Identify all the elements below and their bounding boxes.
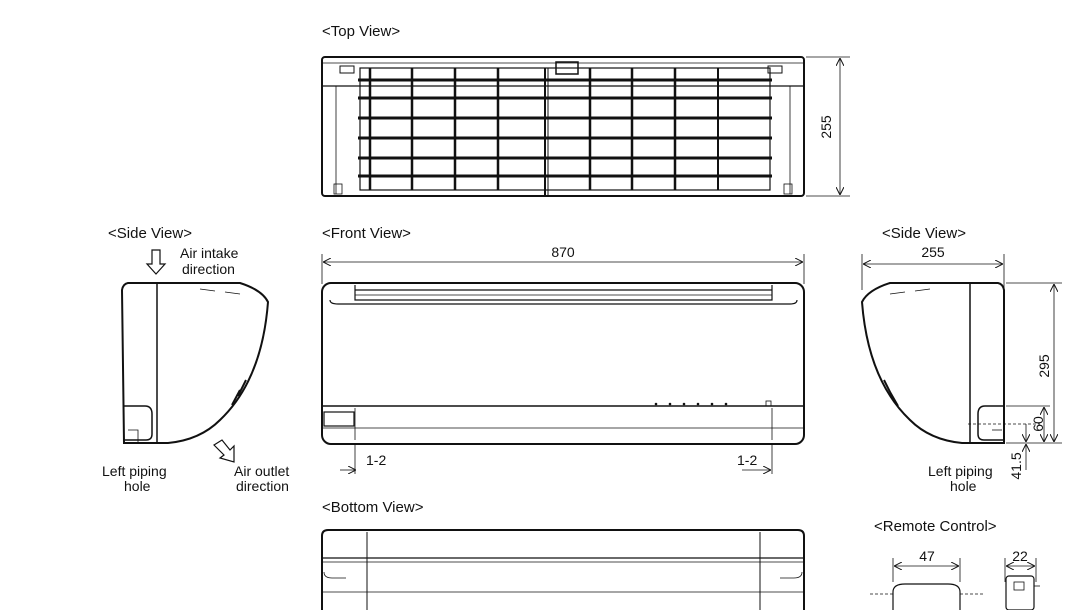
side-pipe-height-dimension: 60 [1006, 405, 1050, 441]
side-view-left-title: <Side View> [108, 225, 192, 242]
side-pipe-height-value: 60 [1030, 416, 1046, 432]
side-height-dimension: 295 [1006, 282, 1062, 444]
side-pipe-offset-value: 41.5 [1008, 452, 1024, 479]
remote-depth-value: 22 [1012, 548, 1028, 564]
front-view-title: <Front View> [322, 225, 411, 242]
side-width-value: 255 [921, 244, 945, 260]
right-left-piping-label-line1: Left piping [928, 463, 993, 479]
side-view-right-title: <Side View> [882, 225, 966, 242]
air-intake-arrow-icon [145, 249, 167, 275]
air-outlet-label-line2: direction [236, 478, 289, 494]
front-width-value: 870 [551, 244, 575, 260]
left-piping-label-line2: hole [124, 478, 151, 494]
air-outlet-label-line1: Air outlet [234, 463, 289, 479]
front-left-offset-value: 1-2 [366, 452, 386, 468]
remote-depth-dimension: 22 [1004, 548, 1037, 582]
air-intake-label-line2: direction [182, 261, 235, 277]
remote-control-drawing [870, 575, 1040, 610]
side-height-value: 295 [1036, 354, 1052, 378]
remote-width-value: 47 [919, 548, 935, 564]
front-left-offset-dimension: 1-2 [340, 444, 386, 474]
left-piping-label-line1: Left piping [102, 463, 167, 479]
front-right-offset-value: 1-2 [737, 452, 757, 468]
front-width-dimension: 870 [321, 244, 805, 284]
front-right-offset-dimension: 1-2 [737, 444, 773, 474]
air-outlet-arrow-icon [213, 439, 235, 463]
remote-control-title: <Remote Control> [874, 518, 997, 535]
top-depth-dimension: 255 [806, 56, 850, 197]
bottom-view-drawing [321, 529, 805, 610]
top-depth-value: 255 [818, 115, 834, 139]
air-intake-label-line1: Air intake [180, 245, 239, 261]
top-view-title: <Top View> [322, 23, 400, 40]
side-view-left-drawing [120, 282, 270, 444]
bottom-view-title: <Bottom View> [322, 499, 424, 516]
right-left-piping-label-line2: hole [950, 478, 977, 494]
top-view-drawing [321, 56, 805, 197]
side-pipe-offset-dimension: 41.5 [1008, 424, 1026, 480]
side-view-right-drawing [860, 282, 1040, 444]
remote-width-dimension: 47 [892, 548, 961, 582]
side-width-dimension: 255 [861, 244, 1005, 290]
front-view-drawing [321, 282, 805, 445]
